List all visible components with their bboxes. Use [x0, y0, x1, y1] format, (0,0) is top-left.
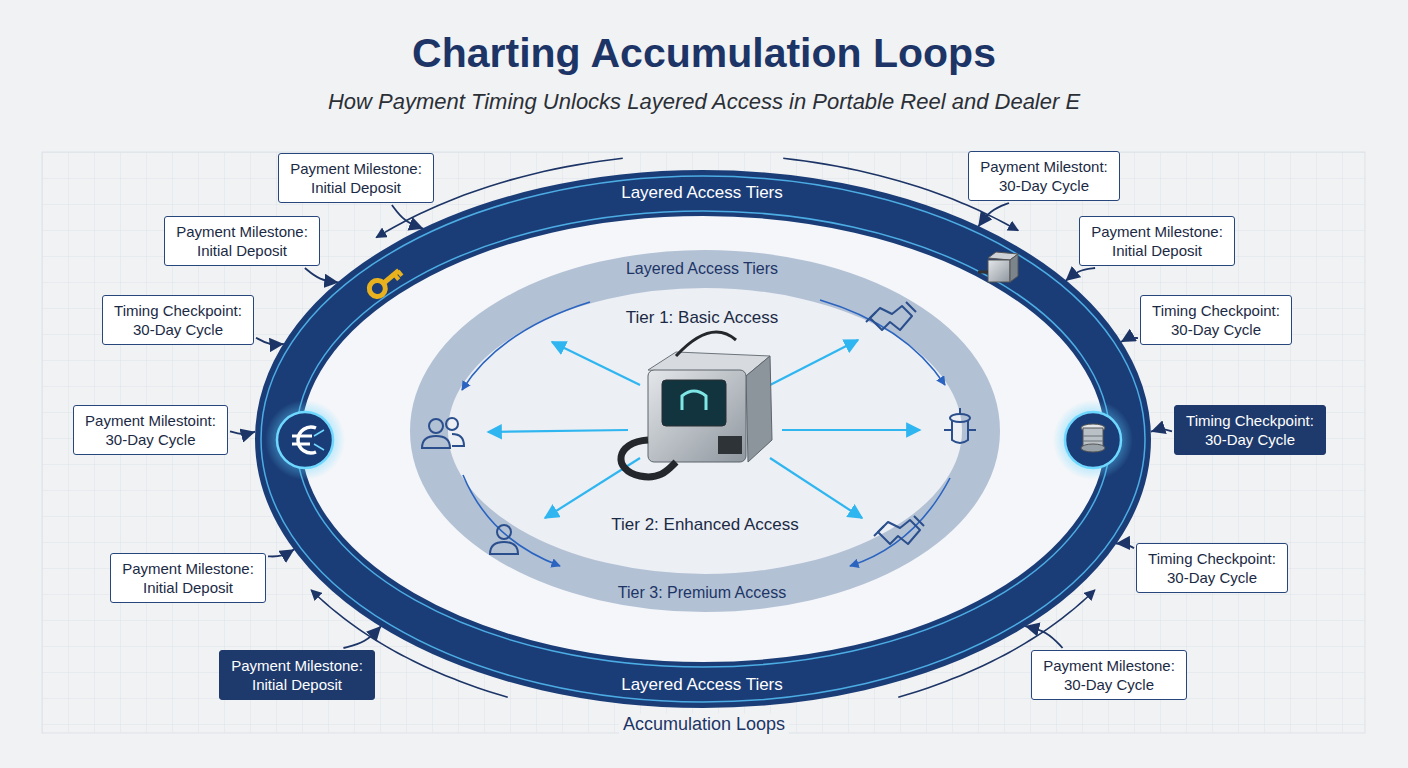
band-label: Layered Access Tiers — [615, 183, 789, 203]
callout-body: 30-Day Cycle — [1171, 320, 1261, 339]
milestone-callout: Payment Milestont:30-Day Cycle — [968, 151, 1120, 201]
milestone-callout: Timing Checkpoint:30-Day Cycle — [1136, 543, 1288, 593]
milestone-callout: Payment Milestone:Initial Deposit — [110, 553, 266, 603]
milestone-callout: Payment Milestone:30-Day Cycle — [1031, 650, 1187, 700]
milestone-callout: Payment Milestoint:30-Day Cycle — [73, 405, 228, 455]
subtitle-text: How Payment Timing Unlocks Layered Acces… — [328, 89, 1080, 115]
callout-body: Initial Deposit — [1112, 241, 1202, 260]
valve-icon — [944, 408, 976, 443]
portable-reel-device — [621, 332, 772, 477]
milestone-callout: Timing Checkpoint:30-Day Cycle — [1174, 405, 1326, 455]
callout-heading: Timing Checkpoint: — [114, 301, 242, 320]
milestone-callout: Payment Milestone:Initial Deposit — [164, 216, 320, 266]
callout-body: 30-Day Cycle — [133, 320, 223, 339]
grid-panel — [42, 152, 1365, 733]
callout-body: 30-Day Cycle — [105, 430, 195, 449]
handshake-icon — [866, 302, 916, 330]
callout-body: Initial Deposit — [143, 578, 233, 597]
callout-heading: Payment Milestoint: — [85, 411, 216, 430]
milestone-arrow — [343, 626, 381, 648]
band-glow-line — [261, 176, 1145, 702]
band-ellipse — [429, 269, 981, 593]
milestone-arrow — [1065, 268, 1095, 281]
euro-icon — [265, 400, 345, 480]
tier-band: Layered Access TiersTier 1: Basic Access… — [410, 250, 1000, 612]
callout-body: Initial Deposit — [197, 241, 287, 260]
callout-body: 30-Day Cycle — [999, 176, 1089, 195]
loop-label: Accumulation Loops — [619, 714, 789, 735]
callout-heading: Payment Milestone: — [1091, 222, 1223, 241]
spool-icon — [1053, 400, 1133, 480]
callout-body: Initial Deposit — [311, 178, 401, 197]
milestone-arrow — [1121, 338, 1138, 342]
milestone-callout: Timing Checkpoint:30-Day Cycle — [1140, 295, 1292, 345]
milestone-arrow — [268, 549, 294, 556]
callout-body: 30-Day Cycle — [1064, 675, 1154, 694]
diagram-title: Charting Accumulation Loops — [0, 30, 1408, 77]
milestone-arrow — [392, 205, 424, 229]
callout-heading: Payment Milestone: — [176, 222, 308, 241]
callout-heading: Payment Milestone: — [1043, 656, 1175, 675]
milestone-arrow — [256, 338, 284, 345]
milestone-arrow — [305, 268, 339, 283]
band-glow-line — [296, 211, 1110, 667]
callout-body: 30-Day Cycle — [1205, 430, 1295, 449]
person-icon — [490, 525, 518, 554]
band-label: Layered Access Tiers — [620, 259, 784, 279]
loop-band: Layered Access TiersTier 1: Basic Access… — [255, 170, 1151, 708]
radial-arrows — [488, 340, 920, 518]
band-ellipse — [278, 193, 1128, 685]
milestone-callout: Timing Checkpoint:30-Day Cycle — [102, 295, 254, 345]
tier-arcs — [462, 300, 950, 566]
milestone-callout: Payment Milestone:Initial Deposit — [1079, 216, 1235, 266]
handshake-icon — [874, 516, 924, 544]
callout-heading: Payment Milestone: — [122, 559, 254, 578]
key-icon — [366, 264, 404, 299]
dealer-device-icon — [978, 252, 1018, 282]
milestone-callout: Payment Milestone:Initial Deposit — [219, 650, 375, 700]
callout-heading: Timing Checkpoint: — [1152, 301, 1280, 320]
callout-body: Initial Deposit — [252, 675, 342, 694]
tier-label: Tier 1: Basic Access — [620, 308, 784, 328]
callout-heading: Payment Milestone: — [231, 656, 363, 675]
callout-heading: Timing Checkpoint: — [1148, 549, 1276, 568]
band-outline — [410, 250, 1000, 612]
group-icon — [422, 418, 464, 448]
band-label: Tier 3: Premium Access — [612, 583, 792, 603]
milestone-arrow — [1025, 626, 1063, 648]
tier-label: Tier 2: Enhanced Access — [605, 515, 804, 535]
callout-body: 30-Day Cycle — [1167, 568, 1257, 587]
milestone-callout: Payment Milestone:Initial Deposit — [278, 153, 434, 203]
milestone-arrow — [1151, 429, 1172, 431]
milestone-arrow — [978, 203, 1009, 227]
callout-heading: Timing Checkpoint: — [1186, 411, 1314, 430]
band-label: Layered Access Tiers — [615, 675, 789, 695]
callout-heading: Payment Milestont: — [980, 157, 1108, 176]
milestone-arrow — [1116, 543, 1134, 548]
milestone-arrow — [230, 431, 255, 434]
callout-heading: Payment Milestone: — [290, 159, 422, 178]
